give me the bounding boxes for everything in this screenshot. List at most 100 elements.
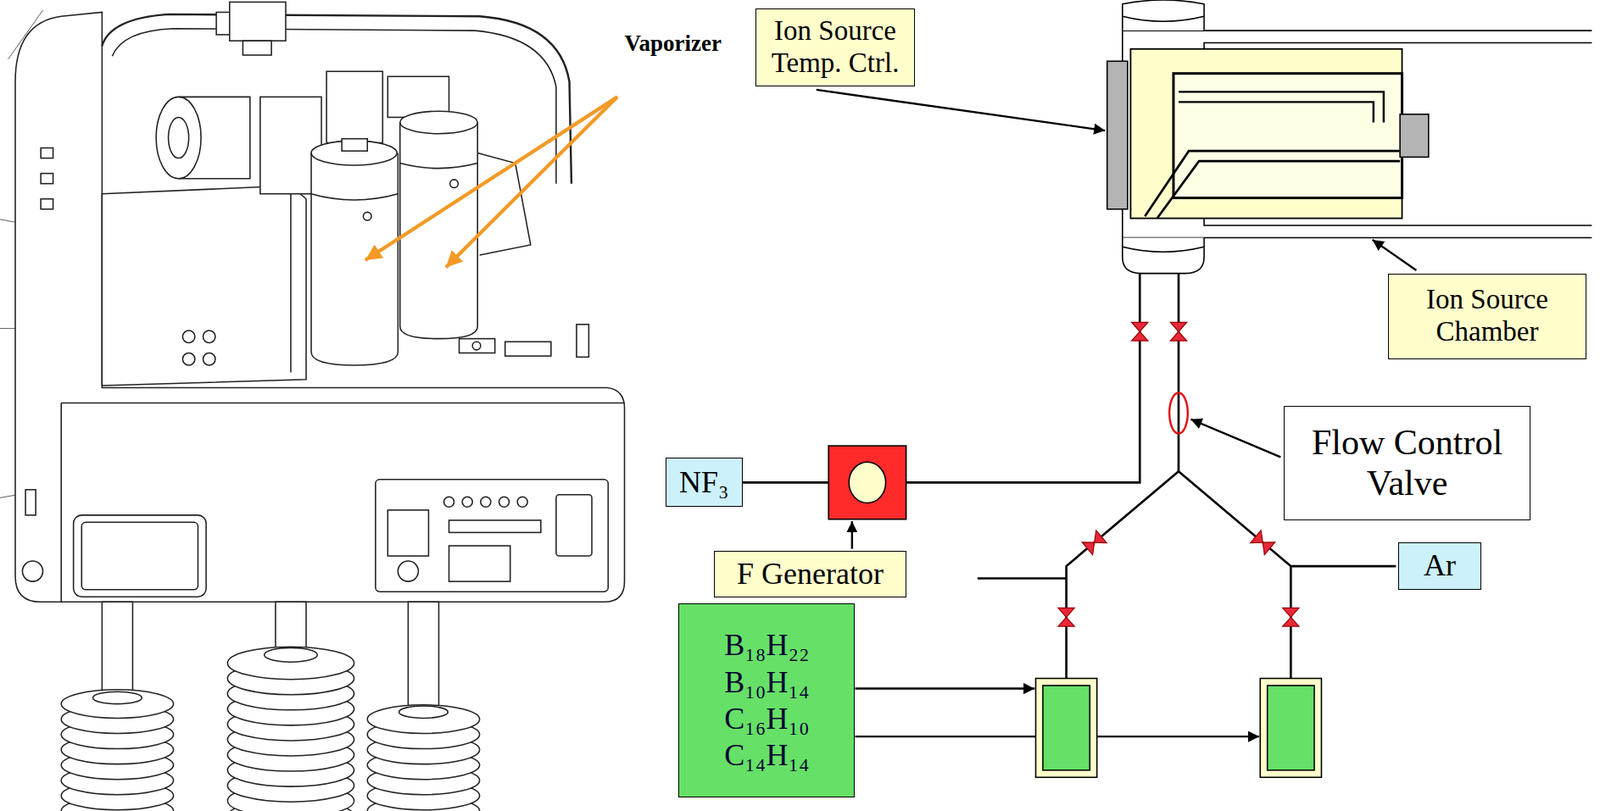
insulator-flange <box>264 647 318 663</box>
panel-connector <box>498 496 509 508</box>
chamber-cap <box>1122 0 1205 31</box>
fitting <box>576 324 589 358</box>
callout-box: F Generator <box>713 551 906 598</box>
valve-symbol <box>1058 607 1075 627</box>
gas-line <box>1290 565 1396 569</box>
support-column <box>101 602 133 704</box>
callout-box: Ion Source Chamber <box>1388 273 1588 360</box>
vaporizer-vessel <box>1035 679 1097 779</box>
vaporizer-top <box>400 111 478 134</box>
box-label: NF₃ <box>679 465 730 501</box>
fitting <box>40 148 53 159</box>
gas-line <box>906 273 1141 484</box>
leader-arrow <box>1372 239 1417 271</box>
leader-arrow <box>1190 419 1281 458</box>
panel-part <box>449 520 541 533</box>
fluorine-generator <box>828 445 906 520</box>
panel-connector <box>462 496 473 508</box>
valve-symbol <box>1170 322 1187 341</box>
pointer-arrow <box>365 96 618 261</box>
fitting <box>40 199 53 210</box>
cylinder-end <box>156 96 201 179</box>
mechanism-block <box>326 71 383 143</box>
housing <box>15 11 625 603</box>
window <box>73 515 207 597</box>
connector-box <box>216 11 230 34</box>
box-label: Flow Control Valve <box>1296 422 1518 505</box>
callout-box: Ion Source Temp. Ctrl. <box>755 8 916 88</box>
vaporizer-cylinder <box>311 153 398 366</box>
panel-part <box>449 546 511 582</box>
insulator-rib <box>227 646 354 681</box>
part-label: Vaporizer <box>624 30 722 57</box>
panel-part <box>556 495 592 557</box>
valve-symbol <box>1282 607 1299 627</box>
cylinder-end <box>168 117 190 158</box>
fitting <box>202 330 215 343</box>
gas-line <box>742 481 829 485</box>
insulator-flange <box>93 691 143 704</box>
feed-line <box>1178 91 1384 123</box>
valve-symbol <box>1081 530 1107 556</box>
box-label: Ion Source Chamber <box>1395 284 1580 349</box>
connector-box <box>242 40 272 56</box>
gas-line <box>977 577 1067 580</box>
valve-symbol <box>1250 530 1276 556</box>
chamber-cap-edge <box>1122 16 1205 22</box>
feed-arrow <box>1097 735 1260 738</box>
enclosure-box <box>101 185 307 386</box>
gas-source-box: Ar <box>1398 542 1483 590</box>
panel-connector <box>397 561 419 582</box>
gas-line <box>1177 273 1181 473</box>
vaporizer-band <box>400 163 478 169</box>
support-column <box>407 602 439 714</box>
housing-edge <box>60 402 62 603</box>
panel-connector <box>480 496 491 508</box>
fitting <box>25 490 36 516</box>
arc-chamber <box>1130 49 1402 219</box>
fitting <box>472 341 481 351</box>
panel-connector <box>517 496 528 508</box>
window-pane <box>81 522 198 590</box>
housing-edge <box>61 402 625 405</box>
gas-line <box>1066 471 1179 679</box>
valve-marker <box>1169 392 1188 434</box>
fitting <box>40 173 53 184</box>
insulator-rib <box>61 690 173 720</box>
feed-line <box>854 735 1036 738</box>
callout-box: Flow Control Valve <box>1283 406 1531 521</box>
leader-arrow <box>816 89 1106 131</box>
filament-block <box>1399 114 1429 158</box>
fitting <box>341 139 368 151</box>
formula-text: C₁₆H₁₀ <box>724 701 809 738</box>
fitting <box>459 339 496 354</box>
fitting <box>202 353 215 366</box>
access-panel <box>375 479 608 592</box>
box-label: Ar <box>1423 548 1456 584</box>
pointer-arrow <box>445 96 618 268</box>
connector <box>22 561 43 582</box>
fitting <box>362 211 372 221</box>
box-label: Ion Source Temp. Ctrl. <box>763 15 909 80</box>
fitting <box>450 179 459 189</box>
gas-source-box: NF₃ <box>665 457 743 508</box>
chamber-cap-edge <box>1122 246 1205 252</box>
arc-chamber-inner <box>1173 73 1403 199</box>
vaporizer-charge <box>1267 685 1315 771</box>
vaporizer-band <box>311 194 398 201</box>
formula-text: B₁₀H₁₄ <box>724 664 809 702</box>
box-label: F Generator <box>736 557 884 592</box>
feed-line <box>1178 101 1374 123</box>
vaporizer-charge <box>1042 685 1090 771</box>
chamber-cap <box>1122 237 1205 274</box>
fitting <box>505 341 552 357</box>
leader-arrow <box>851 521 853 550</box>
frame-arch <box>111 28 556 184</box>
heater-plate <box>1107 61 1128 210</box>
formula-text: C₁₄H₁₄ <box>724 737 809 775</box>
insulator-rib <box>367 705 480 735</box>
generator-port <box>848 462 886 503</box>
gas-line <box>1178 471 1291 679</box>
connector-box <box>229 1 286 41</box>
